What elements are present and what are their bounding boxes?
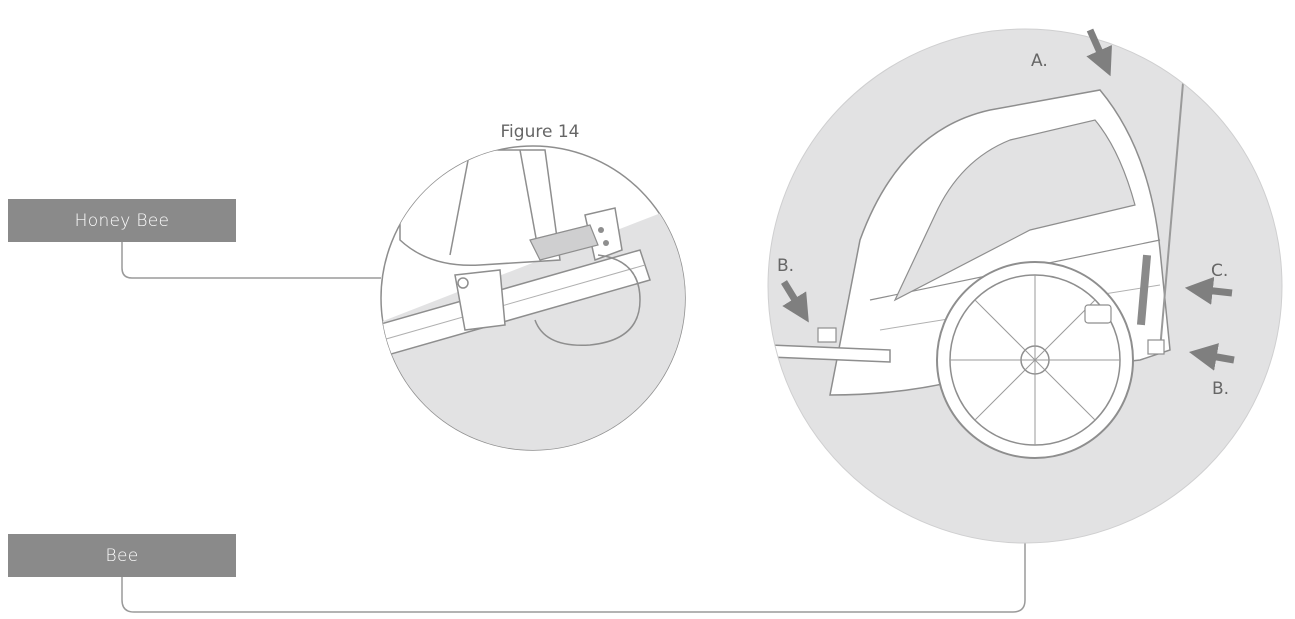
arrow-b-right xyxy=(1188,343,1235,371)
figure-title: Figure 14 xyxy=(500,122,580,142)
callout-a: A. xyxy=(1031,51,1048,71)
trailer-circle xyxy=(767,28,1283,544)
callout-b-right: B. xyxy=(1212,379,1229,399)
model-label-honey-bee: Honey Bee xyxy=(8,199,236,242)
callout-c: C. xyxy=(1211,261,1228,281)
model-label-bee: Bee xyxy=(8,534,236,577)
callout-b-left: B. xyxy=(777,256,794,276)
connector-bee xyxy=(121,543,1026,613)
detail-circle xyxy=(380,145,686,451)
arrow-b-left xyxy=(781,280,809,323)
arrow-a xyxy=(1086,28,1112,77)
connector-honey-bee xyxy=(121,242,381,279)
arrow-c xyxy=(1184,276,1233,305)
